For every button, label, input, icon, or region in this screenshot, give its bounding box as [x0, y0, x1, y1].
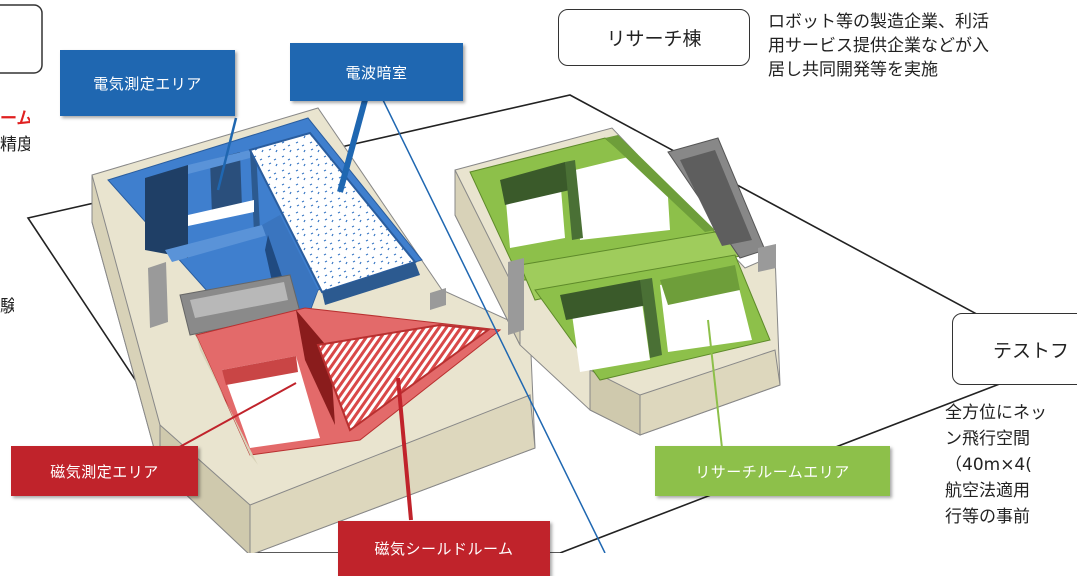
- magnetic-shield-floor: [316, 323, 491, 432]
- partial-text-accuracy: 精度: [0, 135, 30, 155]
- test-field-line3: （40m×4(: [945, 455, 1032, 475]
- label-electric-area: 電気測定エリア: [60, 50, 235, 116]
- leader-shield: [396, 377, 413, 521]
- left-partial-box: [0, 4, 43, 74]
- label-anechoic: 電波暗室: [290, 43, 463, 101]
- leader-research: [707, 319, 723, 449]
- research-building-title: リサーチ棟: [558, 9, 750, 66]
- leader-anechoic: [337, 99, 368, 193]
- test-field-title: テストフ: [952, 313, 1077, 385]
- test-field-line4: 航空法適用: [945, 481, 1030, 501]
- leader-electric: [216, 117, 238, 191]
- leader-magnetic: [164, 382, 297, 456]
- test-field-line1: 全方位にネッ: [945, 403, 1047, 423]
- label-magnetic-shield: 磁気シールドルーム: [338, 521, 550, 576]
- isometric-drawing: [0, 4, 1064, 557]
- research-desc-line1: ロボット等の製造企業、利活: [768, 12, 989, 32]
- partial-red-text: ーム: [0, 109, 30, 129]
- research-building-desc: ロボット等の製造企業、利活用サービス提供企業などが入居し共同開発等を実施: [768, 10, 1077, 82]
- test-field-desc: 全方位にネッン飛行空間 （40m×4( 航空法適用行等の事前: [945, 400, 1077, 530]
- research-desc-line2: 用サービス提供企業などが入: [768, 36, 989, 56]
- building-diagram: ーム 精度 験 電気測定エリア 電波暗室 磁気測定エリア 磁気シールドルーム リ…: [0, 4, 1077, 576]
- label-magnetic-area: 磁気測定エリア: [11, 446, 198, 496]
- test-field-line5: 行等の事前: [945, 507, 1030, 527]
- test-field-line2: ン飛行空間: [945, 429, 1030, 449]
- label-research-area: リサーチルームエリア: [655, 446, 890, 496]
- partial-text-test: 験: [0, 297, 14, 317]
- leader-anechoic-long: [382, 99, 606, 554]
- research-desc-line3: 居し共同開発等を実施: [768, 60, 938, 80]
